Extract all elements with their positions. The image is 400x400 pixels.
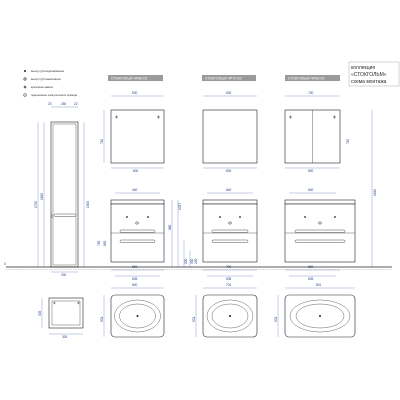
- collection-title-block: коллекция «СТОКГОЛЬМ» схема монтажа: [348, 61, 400, 87]
- sewer-outlet-crosshair-icon: [228, 221, 232, 225]
- sewer-outlet-crosshair-icon: [135, 221, 139, 225]
- column-top-dim-1: 23: [48, 102, 52, 106]
- mirror-1-top-width: 630: [132, 91, 138, 95]
- sink-2-depth: 501: [192, 316, 196, 322]
- legend-label-water: выход труб водоснабжения: [31, 69, 65, 73]
- water-outlet-dot-icon: [304, 216, 336, 218]
- legend-label-sewer: выход труб канализации: [31, 77, 61, 81]
- side-dim-850: 850: [103, 240, 107, 246]
- vanity-1-width-2: 635: [132, 277, 138, 281]
- mount-point-star-icon: [23, 85, 27, 89]
- legend-item-mount: крепление навеса: [23, 85, 53, 89]
- small-box-height: 305: [38, 310, 42, 316]
- model-labels: СТОКГОЛЬМ ЧР80-02 СТОКГОЛЬМ ЧР70-02 СТОК…: [108, 75, 340, 81]
- floor-line: 0: [4, 262, 392, 270]
- legend-item-sewer: выход труб канализации: [23, 77, 61, 81]
- column-height-1750: 1750: [34, 201, 38, 208]
- legend-label-electric: подключение электрического провода: [31, 94, 77, 97]
- mount-point-star-icon: [115, 115, 160, 119]
- sink-2: 701 501: [192, 283, 258, 338]
- vanity-3: 640 800 635: [284, 188, 356, 281]
- vanity-2-width-2: 535: [226, 277, 232, 281]
- floor-zero-label: 0: [4, 262, 6, 266]
- model-label-1: СТОКГОЛЬМ ЧР80-02: [111, 77, 148, 81]
- side-dim-750: 750: [97, 240, 101, 246]
- electric-connection-icon: [23, 93, 27, 97]
- side-dim-250: 250: [194, 258, 198, 264]
- collection-line-2: «СТОКГОЛЬМ»: [351, 72, 387, 78]
- legend: выход труб водоснабжения выход труб кана…: [23, 69, 77, 97]
- model-label-3: СТОКГОЛЬМ ЧР80-02: [288, 77, 325, 81]
- mount-point-star-icon: [289, 115, 336, 119]
- mirror-side-height: 710: [346, 138, 350, 144]
- vanity-3-inner-width: 640: [308, 188, 314, 192]
- mirror-2: 630 600: [202, 91, 258, 173]
- sink-3-depth: 501: [274, 316, 278, 322]
- sink-1-width: 800: [132, 283, 138, 287]
- mirror-2-bottom-width: 600: [226, 169, 232, 173]
- column-height-1820: 1820: [40, 193, 44, 200]
- side-dim-200: 200: [184, 258, 188, 264]
- vanity-1: 440 800 635 860 1037 750 850 200 300: [97, 188, 194, 281]
- mirror-3-bottom-width: 800: [308, 169, 314, 173]
- column-base-width: 300: [61, 273, 67, 277]
- mirror-1: 630 710 600: [100, 91, 165, 173]
- mirror-3-top-width: 730: [308, 91, 314, 95]
- vanity-3-width-2: 635: [308, 277, 314, 281]
- sewer-outlet-crosshair-icon: [23, 77, 27, 81]
- side-dim-860: 860: [168, 224, 172, 230]
- legend-label-mount: крепление навеса: [31, 86, 53, 89]
- sink-3: 801 501: [274, 283, 356, 338]
- vanity-2-inner-width: 640: [226, 188, 232, 192]
- sink-1-depth: 501: [100, 316, 104, 322]
- mirror-3: 730 800 1840: [284, 91, 377, 267]
- water-outlet-dot-icon: [126, 216, 149, 218]
- water-outlet-dot-icon: [24, 70, 26, 72]
- column-top-dim-3: 22: [74, 102, 78, 106]
- small-box: 305 300: [38, 297, 84, 339]
- small-box-width: 300: [62, 335, 68, 339]
- mirror-2-top-width: 630: [226, 91, 232, 95]
- legend-item-water: выход труб водоснабжения: [24, 69, 65, 73]
- collection-line-1: коллекция: [351, 65, 375, 71]
- model-label-2: СТОКГОЛЬМ ЧР70-02: [205, 77, 242, 81]
- column-top-dim-2: 260: [61, 102, 67, 106]
- right-total-height: 1840: [373, 189, 377, 196]
- sink-3-width: 801: [316, 283, 322, 287]
- side-dim-300: 300: [190, 258, 194, 264]
- sink-1: 800 501: [100, 283, 165, 338]
- legend-item-electric: подключение электрического провода: [23, 93, 77, 97]
- water-outlet-dot-icon: [219, 216, 241, 218]
- sink-2-width: 701: [226, 283, 232, 287]
- column-height-1500: 1500: [86, 201, 90, 208]
- mount-point-star-icon: [53, 301, 80, 305]
- mirror-1-bottom-width: 600: [133, 169, 139, 173]
- sewer-outlet-crosshair-icon: [318, 221, 322, 225]
- collection-line-3: схема монтажа: [351, 79, 387, 85]
- vanity-1-inner-width: 440: [132, 188, 138, 192]
- column-cabinet: 23 260 22 1750 1820 1500 300: [34, 102, 90, 277]
- side-dim-1037: 1037: [178, 203, 182, 210]
- vanity-2: 640 700 535: [202, 188, 258, 281]
- mirror-1-height: 710: [100, 138, 104, 144]
